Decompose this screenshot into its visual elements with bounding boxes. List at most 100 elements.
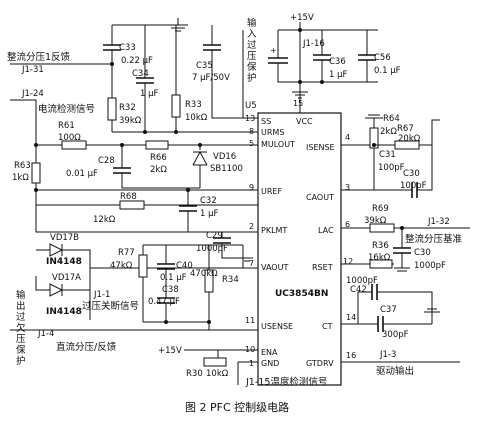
vcc-ena-label: +15V — [158, 346, 182, 356]
c29-ref: C29 — [206, 231, 223, 241]
c40-value: 0.1 μF — [160, 273, 187, 283]
vd16-value: SB1100 — [210, 164, 243, 174]
r66-ref: R66 — [150, 153, 167, 163]
c31-ref: C31 — [379, 150, 396, 160]
r69-value: 39kΩ — [364, 216, 387, 226]
pin-no-4: 4 — [345, 133, 350, 142]
c32-capacitor — [179, 205, 197, 212]
r32-resistor — [107, 97, 117, 121]
c35-ref: C35 — [196, 61, 213, 71]
c31-value: 100pF — [378, 163, 405, 173]
j1-1-label: J1-1 — [93, 290, 110, 300]
pin-no-15: 15 — [293, 99, 303, 108]
pin-name-ena: ENA — [261, 348, 278, 357]
c42-value: 1000pF — [346, 276, 378, 286]
c28-value: 0.01 μF — [66, 169, 98, 179]
c30b-capacitor — [393, 247, 411, 254]
r33-value: 10kΩ — [185, 113, 208, 123]
c37-ref: C37 — [380, 305, 397, 315]
output-uv-protection-label: 输出过欠压保护 — [16, 289, 26, 367]
c30b-value: 1000pF — [414, 261, 446, 271]
j1-24-label: J1-24 — [21, 89, 44, 99]
ground-symbol-r64 — [365, 114, 383, 119]
j1-4-label: J1-4 — [37, 329, 54, 339]
ic-part-name: UC3854BN — [275, 289, 328, 299]
j1-16-label: J1-16 — [302, 39, 325, 49]
shutdown-label: 过压关断信号 — [82, 300, 139, 312]
c29-value: 1000pF — [196, 244, 228, 254]
vd17b-value: IN4148 — [46, 257, 82, 267]
r66-value: 2kΩ — [150, 165, 167, 175]
c34-ref: C34 — [132, 69, 149, 79]
r36-value: 16kΩ — [368, 253, 391, 263]
pin-name-gtdrv: GTDRV — [306, 359, 334, 368]
r63-value: 1kΩ — [12, 173, 29, 183]
pin-no-1: 1 — [249, 359, 254, 368]
c56-value: 0.1 μF — [374, 66, 401, 76]
r67-value: 20kΩ — [398, 134, 421, 144]
pin-name-gnd: GND — [261, 359, 279, 368]
c33-ref: C33 — [119, 43, 136, 53]
pin-name-vaout: VAOUT — [261, 263, 288, 272]
c37-value: 300pF — [382, 330, 409, 340]
r61-value: 100Ω — [58, 133, 81, 143]
j1-32-label: J1-32 — [427, 217, 450, 227]
pin-no-5: 5 — [249, 139, 254, 148]
r34-ref: R34 — [222, 275, 239, 285]
r64-ref: R64 — [383, 114, 400, 124]
pin-no-7: 7 — [249, 259, 254, 268]
ground-symbol-c30b — [394, 253, 410, 272]
ic-ref-label: U5 — [245, 101, 257, 111]
c32-value: 1 μF — [200, 209, 219, 219]
pin-name-urms: URMS — [261, 128, 284, 137]
pin-no-6: 6 — [345, 220, 350, 229]
c40-ref: C40 — [176, 261, 193, 271]
vd16-ref: VD16 — [213, 152, 236, 162]
figure-caption: 图 2 PFC 控制级电路 — [185, 400, 289, 414]
vd17b-diode — [49, 243, 64, 257]
pin-name-mulout: MULOUT — [261, 140, 295, 149]
drive-output-label: 驱动输出 — [376, 365, 414, 377]
pin-name-lac: LAC — [318, 226, 334, 235]
pin-name-rset: RSET — [312, 263, 333, 272]
c40-capacitor — [157, 263, 175, 270]
pin-name-uref: UREF — [261, 187, 282, 196]
ic-uc3854bn-body — [257, 112, 342, 386]
temp-detect-label: J1-15温度检测信号 — [245, 376, 327, 388]
pin-no-11: 11 — [245, 316, 255, 325]
c36-ref: C36 — [329, 57, 346, 67]
vd17b-ref: VD17B — [50, 233, 79, 243]
c30b-ref: C30 — [414, 248, 431, 258]
c28-ref: C28 — [98, 156, 115, 166]
pin-name-isense: ISENSE — [306, 143, 335, 152]
vd16-diode — [192, 150, 208, 166]
c32-ref: C32 — [200, 196, 217, 206]
c-rail-electrolytic — [268, 57, 288, 64]
r34-value: 470kΩ — [190, 269, 218, 279]
dc-fb-label: 直流分压/反馈 — [56, 341, 117, 353]
c28-capacitor — [113, 167, 131, 174]
pin-name-pklmt: PKLMT — [261, 226, 287, 235]
svg-text:+: + — [270, 46, 277, 55]
ground-symbol-ct — [424, 308, 440, 324]
r36-ref: R36 — [372, 241, 389, 251]
pin-no-9: 9 — [249, 183, 254, 192]
r77-ref: R77 — [118, 248, 135, 258]
pin-no-12: 12 — [343, 257, 353, 266]
c42-capacitor — [371, 284, 378, 300]
c38-value: 0.47 μF — [148, 297, 180, 307]
pin-name-ct: CT — [322, 322, 333, 331]
c30-ref: C30 — [403, 169, 420, 179]
pin-no-2: 2 — [249, 222, 254, 231]
r30-value: 10kΩ — [206, 369, 229, 379]
r64-value: 2kΩ — [380, 127, 397, 137]
pin-name-caout: CAOUT — [306, 193, 334, 202]
vd17a-diode — [49, 283, 64, 297]
r30-ref: R30 — [186, 369, 203, 379]
r33-resistor — [171, 94, 181, 118]
r32-value: 39kΩ — [119, 116, 142, 126]
c42-ref: C42 — [350, 285, 367, 295]
r30-resistor — [203, 357, 227, 367]
r68-value: 12kΩ — [93, 215, 116, 225]
